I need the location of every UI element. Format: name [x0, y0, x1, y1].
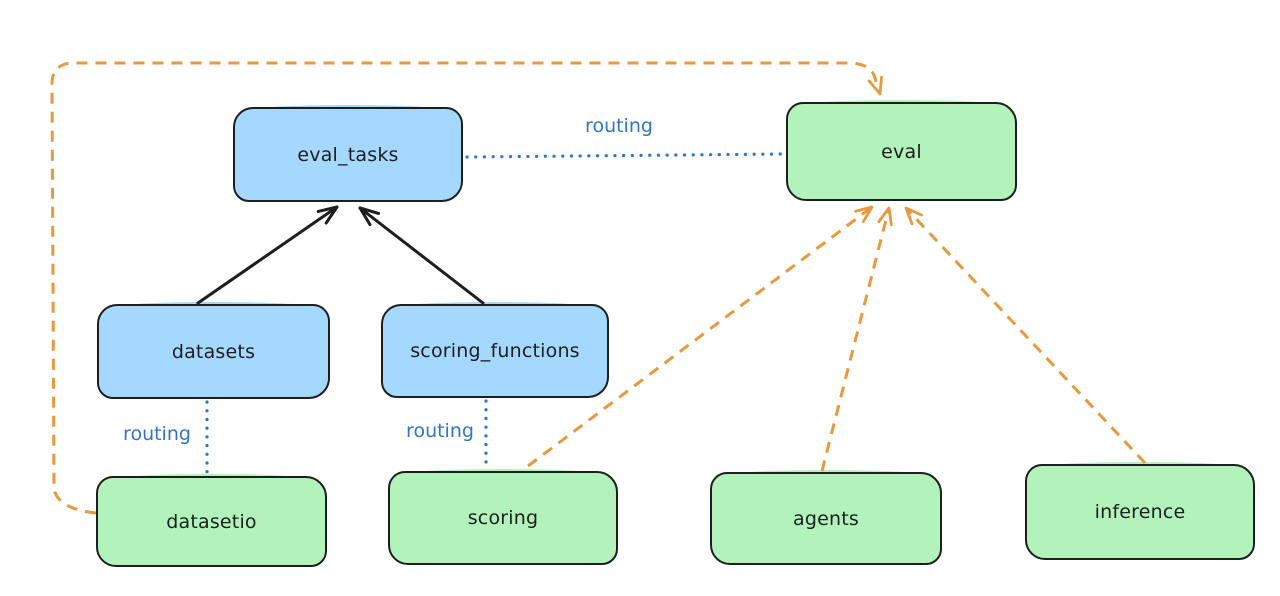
- node-agents: agents: [710, 470, 942, 565]
- node-inference-label: inference: [1094, 501, 1186, 523]
- edge-agents-to-eval: [820, 206, 893, 472]
- node-inference: inference: [1025, 462, 1255, 560]
- edge-label-routing-eval-tasks-eval: routing: [585, 115, 653, 137]
- node-scoring-label: scoring: [467, 507, 539, 529]
- edge-datasets-to-eval-tasks: [196, 205, 339, 305]
- node-eval-label: eval: [881, 140, 922, 163]
- edge-scoring-functions-to-eval-tasks: [358, 206, 485, 305]
- node-datasets: datasets: [97, 302, 330, 399]
- edge-inference-to-eval: [904, 206, 1147, 465]
- edge-scoring-to-eval: [527, 205, 874, 468]
- node-scoring-functions: scoring_functions: [381, 302, 609, 398]
- node-eval-tasks-label: eval_tasks: [297, 143, 399, 166]
- node-scoring: scoring: [388, 469, 618, 565]
- edge-eval-tasks-to-eval-routing: [465, 152, 785, 159]
- node-eval: eval: [786, 100, 1017, 201]
- node-datasetio: datasetio: [96, 474, 327, 567]
- node-scoring-functions-label: scoring_functions: [410, 340, 580, 362]
- edge-datasetio-to-eval: [50, 61, 883, 515]
- node-datasets-label: datasets: [171, 340, 256, 363]
- node-eval-tasks: eval_tasks: [233, 105, 463, 202]
- edge-label-routing-scoring-functions-scoring: routing: [406, 420, 474, 442]
- node-agents-label: agents: [793, 507, 859, 530]
- edge-label-routing-datasets-datasetio: routing: [123, 423, 191, 445]
- node-datasetio-label: datasetio: [166, 510, 257, 533]
